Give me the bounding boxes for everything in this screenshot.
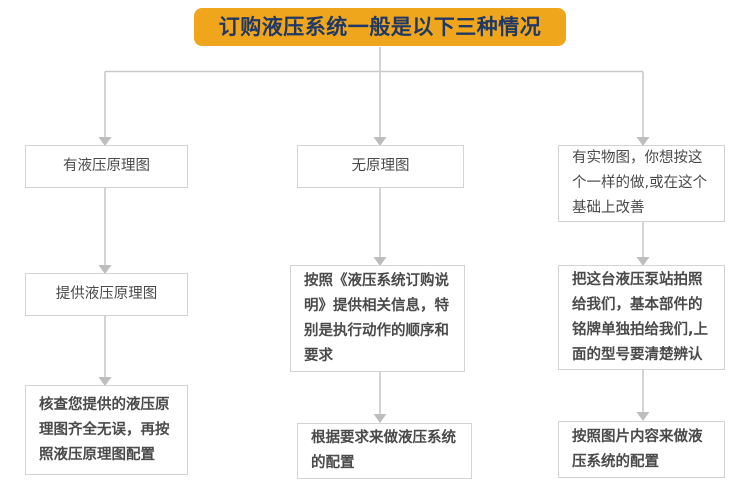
node-b1-s2-label: 提供液压原理图	[55, 286, 158, 302]
arrowhead-b2-s2-s3	[373, 414, 387, 423]
node-b1-s2[interactable]: 提供液压原理图	[25, 273, 188, 316]
node-b1-s3-label: 核查您提供的液压原理图齐全无误，再按照液压原理图配置	[39, 396, 170, 463]
node-b1-s3[interactable]: 核查您提供的液压原理图齐全无误，再按照液压原理图配置	[25, 385, 188, 475]
node-b3-s3[interactable]: 按照图片内容来做液压系统的配置	[558, 421, 725, 478]
chart-title-text: 订购液压系统一般是以下三种情况	[218, 14, 542, 39]
node-b2-s2[interactable]: 按照《液压系统订购说明》提供相关信息，特别是执行动作的顺序和要求	[290, 265, 465, 372]
node-b2-s1-label: 无原理图	[351, 158, 410, 174]
node-b2-s1[interactable]: 无原理图	[297, 145, 464, 188]
node-b3-s2[interactable]: 把这台液压泵站拍照给我们，基本部件的铭牌单独拍给我们,上面的型号要清楚辨认	[558, 265, 725, 370]
node-b2-s3[interactable]: 根据要求来做液压系统的配置	[297, 423, 472, 479]
node-b1-s1[interactable]: 有液压原理图	[25, 145, 188, 188]
node-b2-s3-label: 根据要求来做液压系统的配置	[311, 430, 456, 471]
node-b3-s1-label: 有实物图，你想按这个一样的做,或在这个基础上改善	[572, 150, 708, 216]
node-b3-s1[interactable]: 有实物图，你想按这个一样的做,或在这个基础上改善	[558, 145, 725, 222]
chart-title-banner: 订购液压系统一般是以下三种情况	[194, 8, 566, 46]
node-b1-s1-label: 有液压原理图	[63, 158, 150, 174]
node-b3-s3-label: 按照图片内容来做液压系统的配置	[572, 428, 703, 470]
node-b3-s2-label: 把这台液压泵站拍照给我们，基本部件的铭牌单独拍给我们,上面的型号要清楚辨认	[572, 271, 709, 363]
arrowhead-b3-s2-s3	[636, 412, 650, 421]
node-b2-s2-label: 按照《液压系统订购说明》提供相关信息，特别是执行动作的顺序和要求	[304, 272, 449, 364]
